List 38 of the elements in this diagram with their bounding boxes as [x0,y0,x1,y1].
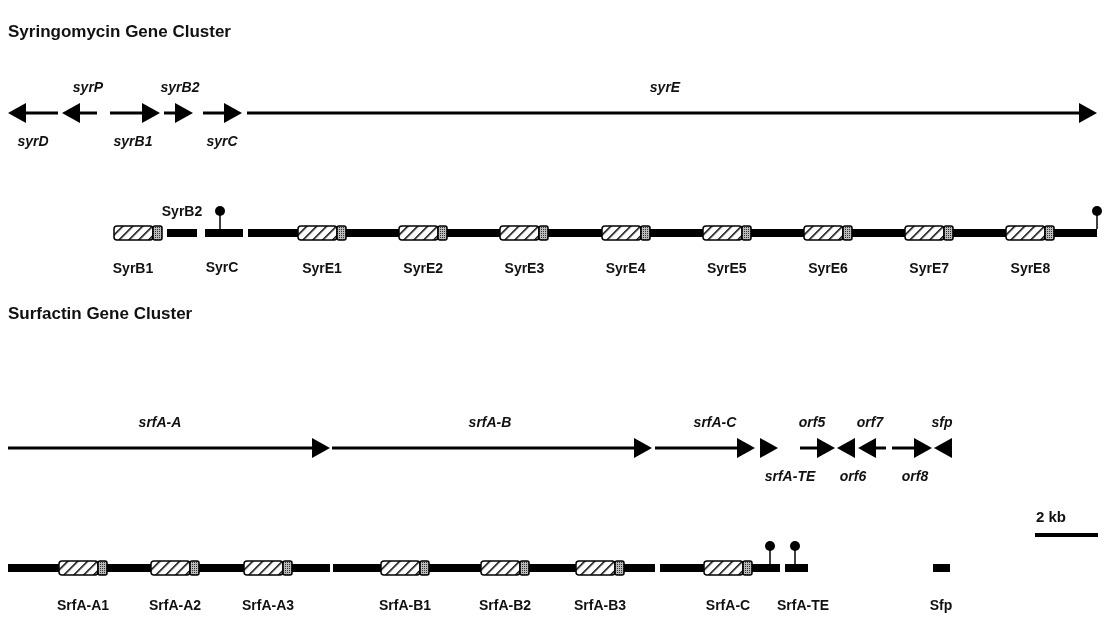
protein-label: SrfA-A3 [241,597,295,613]
protein-label: SyrE8 [1010,260,1051,276]
gene-label: sfp [931,414,953,430]
section-heading: Surfactin Gene Cluster [8,304,193,324]
protein-label: SrfA-B3 [573,597,627,613]
gene-label: srfA-TE [764,468,816,484]
protein-label: SrfA-A2 [148,597,202,613]
gene-label: syrP [72,79,104,95]
gene-label: orf6 [839,468,867,484]
protein-label: SrfA-C [705,597,751,613]
protein-label: SyrE4 [605,260,646,276]
gene-label: orf5 [798,414,826,430]
protein-label: SyrE2 [403,260,444,276]
gene-label: syrB2 [160,79,200,95]
protein-label: SyrE1 [302,260,342,276]
protein-label: SyrC [205,259,239,275]
protein-label: SrfA-TE [776,597,830,613]
protein-label: Sfp [929,597,953,613]
protein-label: SrfA-B1 [378,597,432,613]
protein-label: SrfA-B2 [478,597,532,613]
protein-label: SyrE3 [504,260,545,276]
gene-label: srfA-B [468,414,512,430]
protein-label: SyrE7 [909,260,950,276]
section-heading: Syringomycin Gene Cluster [8,22,231,42]
gene-label: orf7 [856,414,884,430]
protein-label: SyrB2 [161,203,203,219]
gene-label: orf8 [901,468,929,484]
protein-label: SyrE5 [706,260,747,276]
protein-label: SrfA-A1 [56,597,110,613]
gene-label: syrC [206,133,238,149]
gene-label: syrB1 [113,133,153,149]
protein-label: SyrE6 [808,260,848,276]
gene-label: srfA-C [693,414,737,430]
gene-label: syrE [649,79,681,95]
gene-label: syrD [17,133,49,149]
scale-label: 2 kb [1036,508,1066,525]
gene-label: srfA-A [138,414,182,430]
protein-label: SyrB1 [112,260,154,276]
